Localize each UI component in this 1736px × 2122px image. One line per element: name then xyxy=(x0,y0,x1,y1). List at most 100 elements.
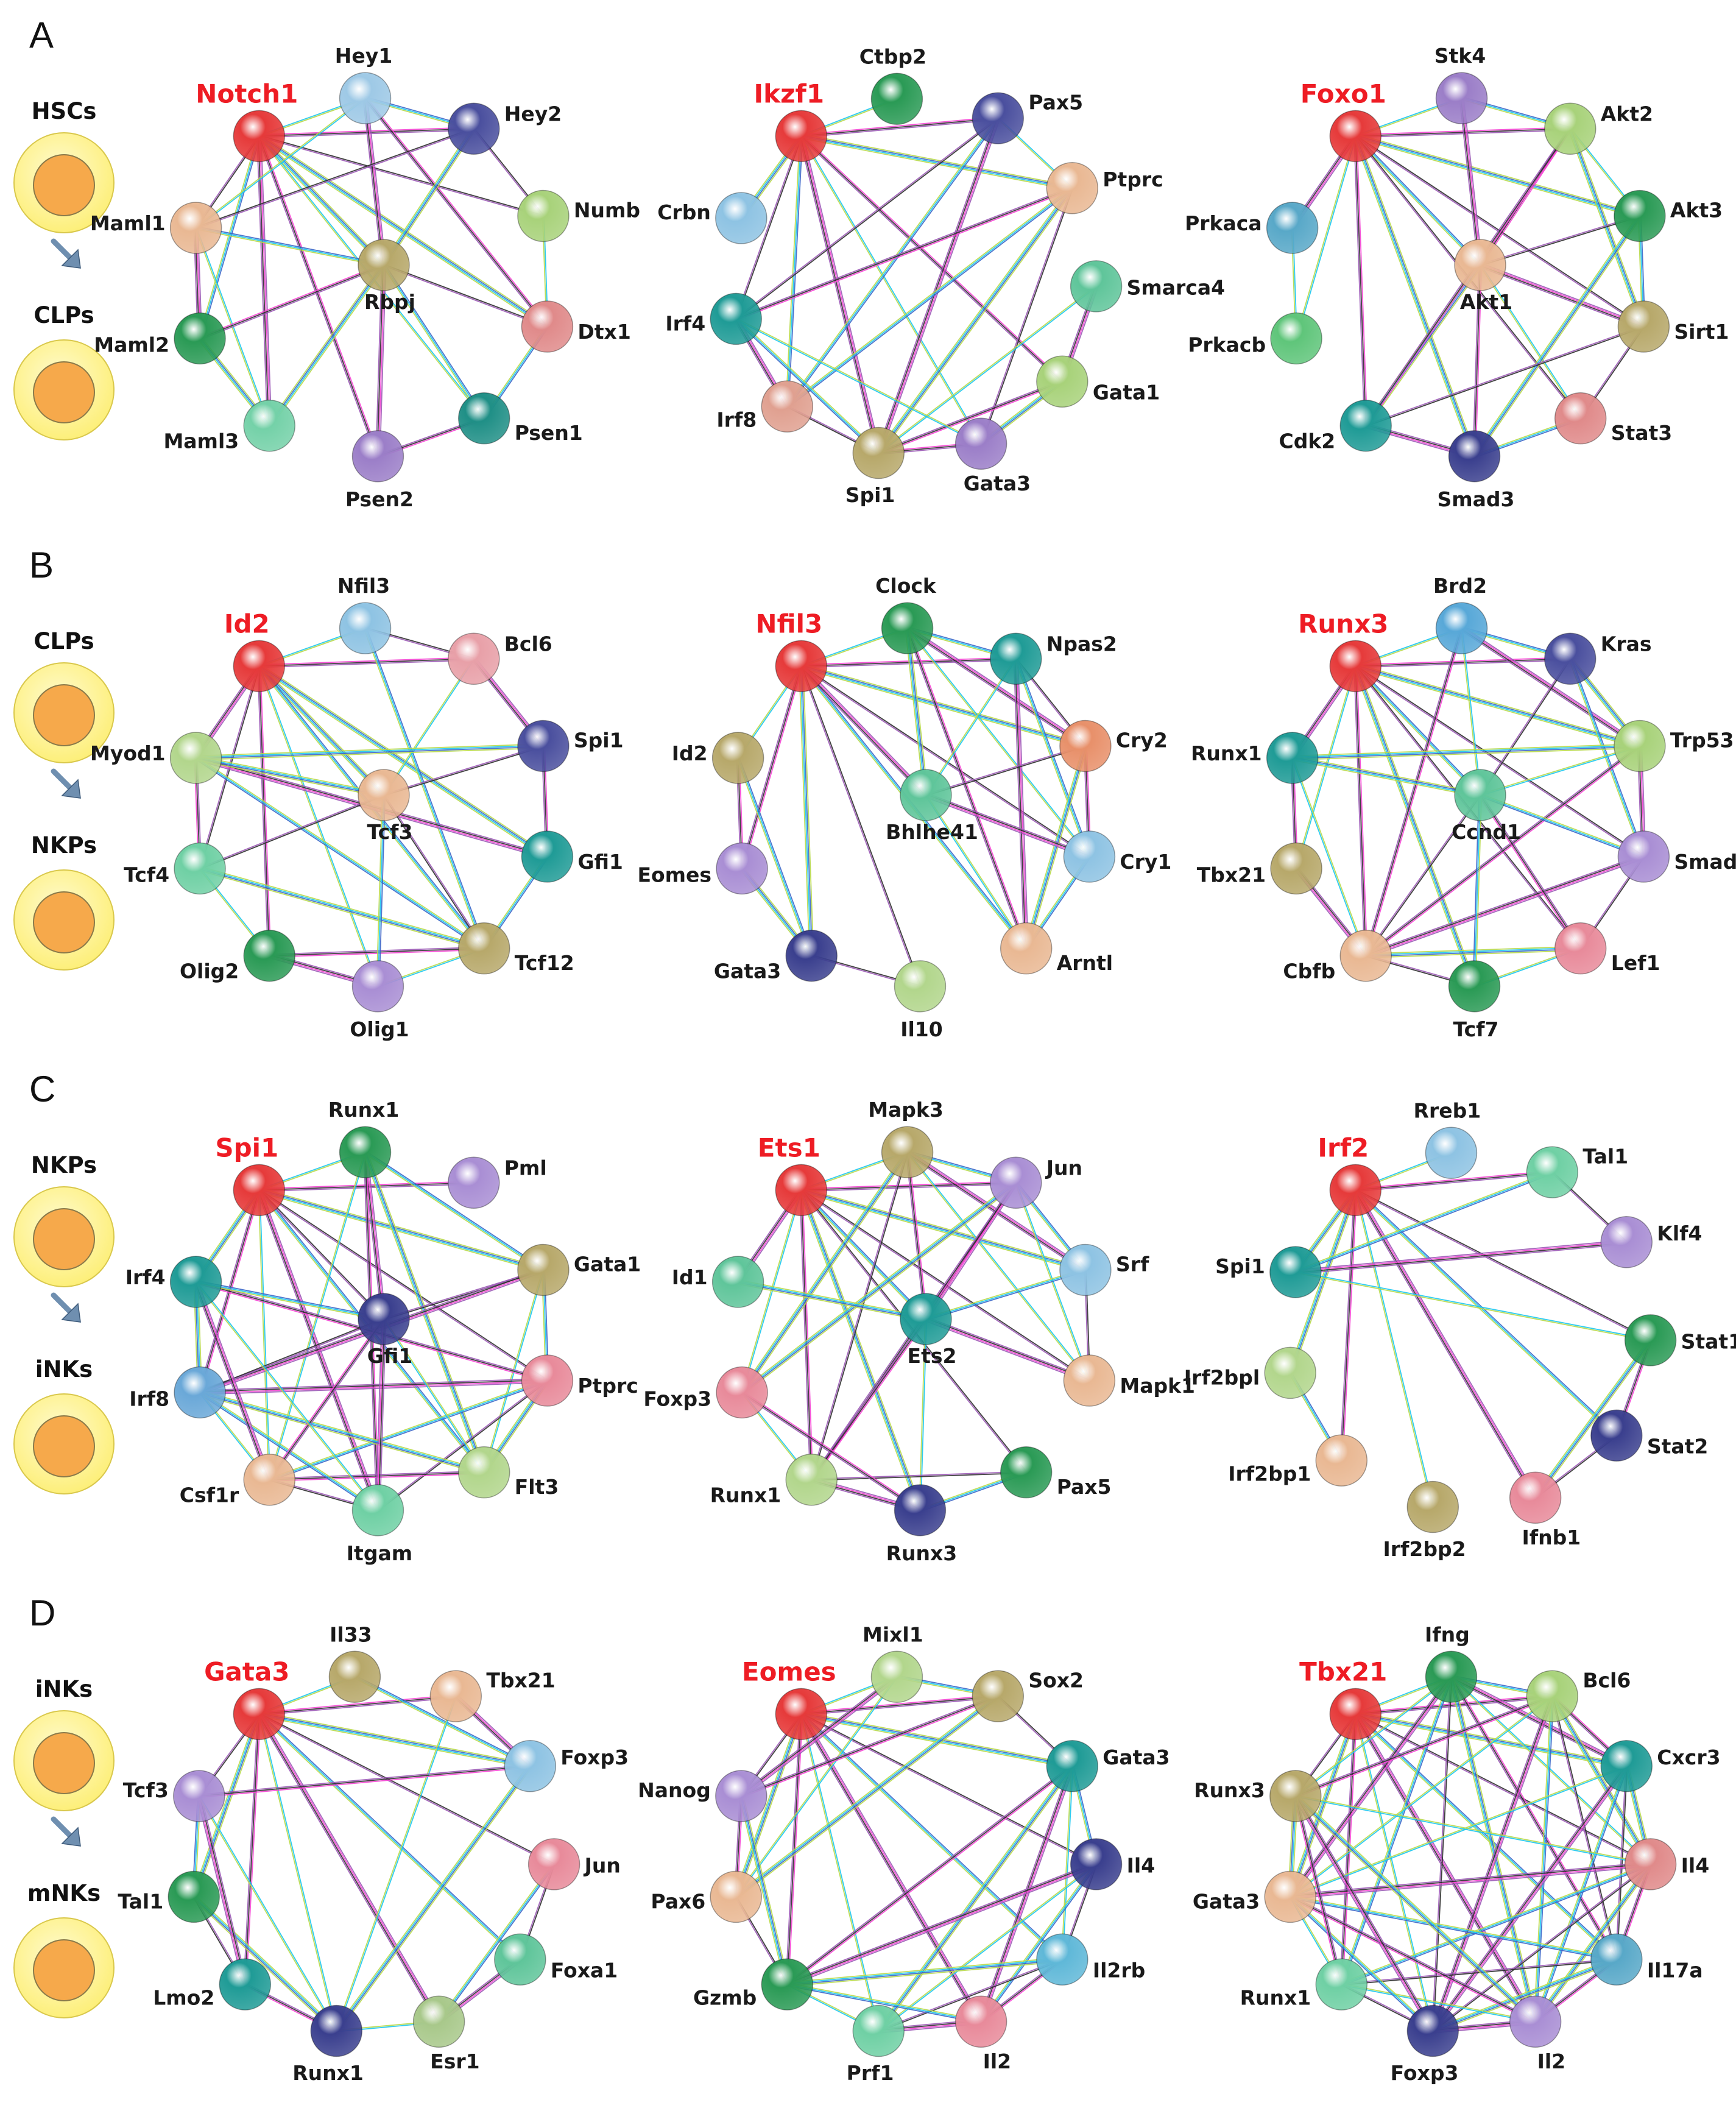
edge-gata3-runx1 xyxy=(258,1713,338,2031)
hub-node-nfil3: Nfil3 xyxy=(755,609,828,693)
edge-akt1-stat3 xyxy=(1479,264,1582,419)
edge-akt3-smad3 xyxy=(1472,214,1642,458)
edge-tbx21-gata3 xyxy=(1288,1713,1358,1898)
edge-hey1-rbpj xyxy=(362,97,387,266)
node-ball xyxy=(174,1366,226,1419)
node-label: Bcl6 xyxy=(1583,1669,1631,1692)
edge-rbpj-psen1 xyxy=(382,264,486,420)
node-tcf7: Tcf7 xyxy=(1448,960,1501,1041)
hub-node-spi1: Spi1 xyxy=(215,1133,286,1217)
edge-tal1-spi1 xyxy=(1294,1170,1553,1274)
node-label: Smad3 xyxy=(1437,487,1514,511)
node-il4: Il4 xyxy=(1070,1838,1155,1890)
edge-nfil3-tcf12 xyxy=(363,628,486,949)
node-label: Smad4 xyxy=(1674,850,1736,874)
node-akt2: Akt2 xyxy=(1544,102,1653,155)
node-mapk1: Mapk1 xyxy=(1063,1354,1195,1407)
node-bhlhe41: Bhlhe41 xyxy=(886,769,978,844)
edge-ptprc-itgam xyxy=(377,1379,548,1512)
node-label: Jun xyxy=(1045,1156,1082,1180)
node-label: Foxp3 xyxy=(1391,2061,1459,2085)
edge-bcl6-runx3 xyxy=(1294,1694,1553,1798)
node-label: Tal1 xyxy=(1583,1145,1628,1169)
edge-tcf3-tcf4 xyxy=(199,794,384,870)
node-ball xyxy=(711,1256,764,1308)
differentiation-arrow-icon xyxy=(51,768,81,799)
edge-flt3-irf8 xyxy=(199,1390,485,1475)
stage-label-clps: CLPs xyxy=(34,628,94,654)
node-irf4: Irf4 xyxy=(665,292,762,345)
node-label: Il17a xyxy=(1647,1959,1703,1982)
node-prkaca: Prkaca xyxy=(1185,202,1319,254)
node-ball xyxy=(716,842,768,895)
edge-srf-ets2 xyxy=(925,1268,1086,1321)
node-ball xyxy=(894,960,947,1013)
node-ball xyxy=(448,632,500,685)
node-ball xyxy=(310,2004,363,2057)
node-label: Klf4 xyxy=(1657,1222,1702,1245)
node-ball xyxy=(990,632,1042,685)
edge-ets1-ets2 xyxy=(800,1189,928,1321)
node-stat2: Stat2 xyxy=(1590,1409,1708,1462)
node-label: Tcf4 xyxy=(124,863,169,887)
edge-ets1-jun xyxy=(801,1181,1016,1192)
node-label: Ctbp2 xyxy=(859,45,926,69)
node-label: Maml1 xyxy=(90,211,166,235)
edge-irf2-stat2 xyxy=(1354,1189,1618,1437)
edge-group xyxy=(1288,1674,1653,2034)
edge-trp53-cbfb xyxy=(1364,744,1641,958)
node-ball xyxy=(1329,1688,1382,1741)
node-label: Tcf7 xyxy=(1453,1017,1498,1041)
node-label: Runx1 xyxy=(328,1098,400,1122)
node-label: Gata1 xyxy=(574,1252,641,1276)
edge-tcf12-tcf4 xyxy=(199,866,485,951)
node-label: Psen1 xyxy=(515,421,583,445)
node-id1: Id1 xyxy=(672,1256,764,1308)
edge-jun-esr1 xyxy=(437,1863,556,2023)
node-ball xyxy=(448,102,500,155)
node-label: Stat3 xyxy=(1611,421,1673,445)
stage-label-hscs: HSCs xyxy=(32,98,97,124)
node-ball xyxy=(1406,1480,1459,1533)
node-label: Tbx21 xyxy=(1197,863,1266,887)
node-ball xyxy=(1435,72,1488,124)
node-nanog: Nanog xyxy=(638,1770,767,1822)
node-label: Il2rb xyxy=(1093,1959,1145,1982)
node-ball xyxy=(1454,239,1506,291)
edge-tbx21-bcl6 xyxy=(1355,1694,1553,1716)
node-label: Esr1 xyxy=(430,2049,479,2073)
node-label: Gzmb xyxy=(693,1986,757,2010)
cell-icon xyxy=(13,339,115,440)
edge-csf1r-gfi1 xyxy=(267,1318,386,1481)
hub-label: Runx3 xyxy=(1298,609,1388,638)
node-label: Sirt1 xyxy=(1674,320,1729,344)
edge-runx3-smad4 xyxy=(1355,665,1645,858)
edge-runx3-ccnd1 xyxy=(1354,665,1482,797)
hub-label: Notch1 xyxy=(196,79,298,108)
edge-tcf3-myod1 xyxy=(195,755,384,798)
node-foxp3: Foxp3 xyxy=(1391,2004,1459,2085)
node-label: Spi1 xyxy=(574,728,624,752)
edge-ccnd1-cbfb xyxy=(1364,794,1481,957)
node-ball xyxy=(358,1293,410,1345)
node-runx3: Runx3 xyxy=(1194,1770,1322,1822)
edge-foxo1-smad3 xyxy=(1353,135,1477,458)
node-ball xyxy=(954,1995,1007,2048)
edge-spi1-csf1r xyxy=(258,1190,271,1480)
cell-icon xyxy=(13,1917,115,2018)
node-sox2: Sox2 xyxy=(972,1669,1084,1722)
node-label: Id1 xyxy=(672,1265,708,1289)
node-label: Ptprc xyxy=(577,1374,638,1398)
node-kras: Kras xyxy=(1544,632,1652,685)
node-irf8: Irf8 xyxy=(716,380,814,433)
edge-ifng-cxcr3 xyxy=(1450,1674,1628,1769)
edge-kras-smad4 xyxy=(1568,658,1646,858)
node-label: Jun xyxy=(584,1853,621,1877)
edge-lef1-cbfb xyxy=(1366,946,1581,958)
node-label: Arntl xyxy=(1057,951,1113,975)
node-label: Psen2 xyxy=(345,487,414,511)
hub-label: Eomes xyxy=(742,1657,836,1686)
node-label: Brd2 xyxy=(1433,574,1487,598)
node-hey2: Hey2 xyxy=(448,102,562,155)
edge-ikzf1-ptprc xyxy=(800,133,1073,191)
